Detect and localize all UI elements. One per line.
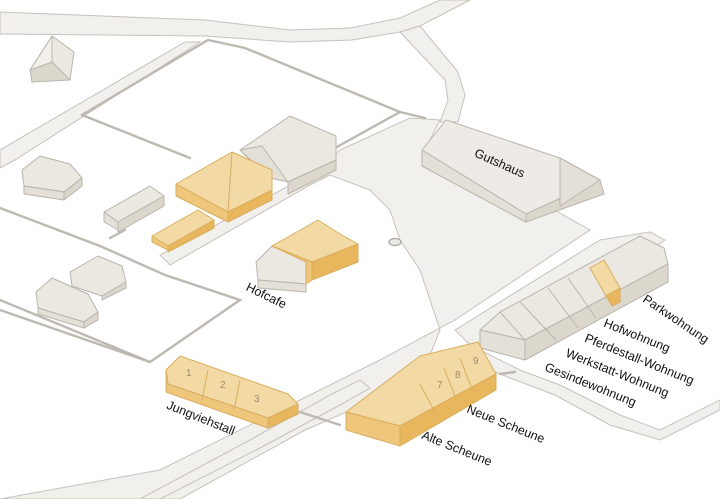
building-highlight-annex (151, 209, 215, 253)
road-north-entrance (399, 25, 466, 123)
building-gutshaus (421, 119, 605, 223)
unit-number-7: 7 (437, 380, 443, 391)
building-highlight-main (175, 151, 273, 223)
building-hofcafe (271, 219, 359, 285)
unit-number-3: 3 (254, 394, 260, 405)
unit-number-2: 2 (220, 380, 226, 391)
building-house-northwest (29, 35, 75, 83)
building-wohnungen-row (479, 235, 669, 361)
building-jungviehstall (165, 355, 299, 429)
building-houses-southwest (35, 255, 127, 329)
unit-number-8: 8 (455, 370, 461, 381)
unit-number-1: 1 (186, 368, 192, 379)
building-scheunen (345, 341, 497, 447)
unit-number-9: 9 (473, 356, 479, 367)
well-icon (388, 237, 402, 247)
building-house-west (21, 155, 83, 201)
building-hofwohnung-highlight (589, 259, 621, 307)
fences (0, 38, 517, 427)
building-shed-center-west (103, 185, 165, 233)
road-south (139, 379, 371, 499)
road-top (0, 0, 471, 43)
building-stable-north (239, 115, 337, 195)
road-east (469, 349, 720, 441)
